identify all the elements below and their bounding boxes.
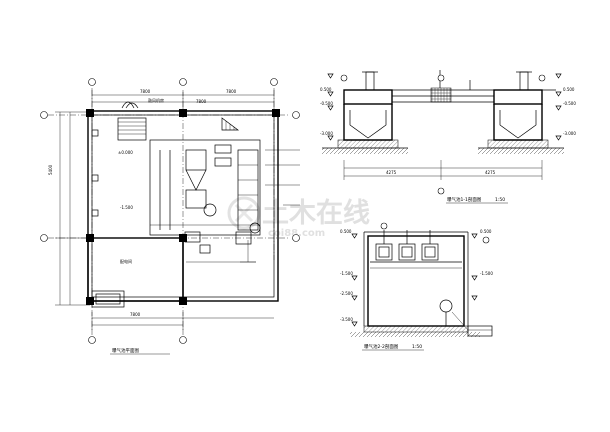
svg-text:0.500: 0.500	[320, 87, 332, 92]
svg-text:7800: 7800	[196, 99, 207, 104]
plan-dim-left: 5400	[48, 164, 53, 175]
section-bottom-scale: 1:50	[412, 344, 422, 350]
plan-view: 7800 7800 7800 5400	[40, 78, 300, 355]
svg-text:-0.500: -0.500	[320, 101, 333, 106]
axis-bubble-icon	[40, 111, 48, 119]
svg-text:0.500: 0.500	[340, 229, 352, 234]
watermark: 土木在线 coi88.com	[227, 196, 370, 239]
axis-bubble-icon	[179, 336, 187, 344]
plan-dim-top: 7800	[140, 89, 151, 94]
section-top-scale: 1:50	[495, 197, 505, 203]
svg-text:-1.500: -1.500	[480, 271, 493, 276]
watermark-text: 土木在线	[262, 198, 370, 229]
section-top-dim: 4275	[386, 170, 397, 175]
svg-text:-3.000: -3.000	[563, 131, 576, 136]
svg-text:-3.500: -3.500	[340, 317, 353, 322]
svg-text:7800: 7800	[226, 89, 237, 94]
axis-bubble-icon	[40, 234, 48, 242]
room-label: 配电间	[120, 258, 132, 264]
svg-text:0.500: 0.500	[480, 229, 492, 234]
section-top-dim: 4275	[485, 170, 496, 175]
watermark-subtext: coi88.com	[268, 228, 325, 239]
section-top-title: 曝气池1-1剖面图	[447, 196, 482, 203]
section-1-1: 0.500 -0.500 -3.000 0.500 -0.500 -3.000 …	[320, 70, 576, 204]
axis-bubble-icon	[292, 234, 300, 242]
stair-icon	[117, 101, 147, 141]
axis-bubble-icon	[88, 336, 96, 344]
svg-text:±0.000: ±0.000	[118, 150, 133, 155]
stair-icon	[221, 117, 240, 131]
room-label: 鼓风机房	[148, 97, 164, 103]
svg-text:-0.500: -0.500	[563, 101, 576, 106]
section-bottom-title: 曝气池2-2剖面图	[364, 343, 399, 350]
svg-text:-3.000: -3.000	[320, 131, 333, 136]
axis-bubble-icon	[88, 78, 96, 86]
plan-dim-bottom: 7800	[130, 312, 141, 317]
axis-bubble-icon	[179, 78, 187, 86]
section-2-2: 0.500 -1.500 -2.500 -3.500 0.500 -1.500 …	[340, 222, 493, 351]
axis-bubble-icon	[270, 78, 278, 86]
plan-title: 曝气池平面图	[112, 347, 139, 354]
svg-text:-1.500: -1.500	[340, 271, 353, 276]
svg-text:-1.500: -1.500	[120, 205, 133, 210]
svg-text:-2.500: -2.500	[340, 291, 353, 296]
svg-text:0.500: 0.500	[563, 87, 575, 92]
axis-bubble-icon	[292, 111, 300, 119]
